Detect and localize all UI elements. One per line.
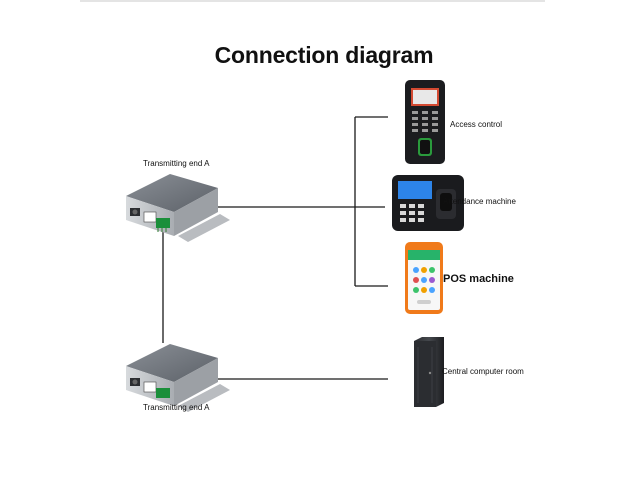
access-control-label: Access control (450, 120, 503, 129)
media-converter-a (126, 174, 230, 242)
access-control-terminal-icon (405, 80, 445, 164)
pos-machine-label: POS machine (443, 273, 514, 285)
media-converter-b (126, 344, 230, 412)
attendance-machine-label: Attendance machine (443, 197, 516, 206)
server-rack-icon (414, 337, 444, 407)
attendance-machine-icon (392, 175, 464, 231)
connection-lines (162, 116, 388, 380)
pos-machine-icon (405, 242, 443, 314)
top-divider (80, 0, 545, 2)
central-computer-room-label: Central computer room (442, 367, 524, 376)
converter-a-label: Transmitting end A (143, 159, 210, 168)
diagram-title: Connection diagram (214, 42, 434, 68)
converter-b-label: Transmitting end A (143, 403, 210, 412)
